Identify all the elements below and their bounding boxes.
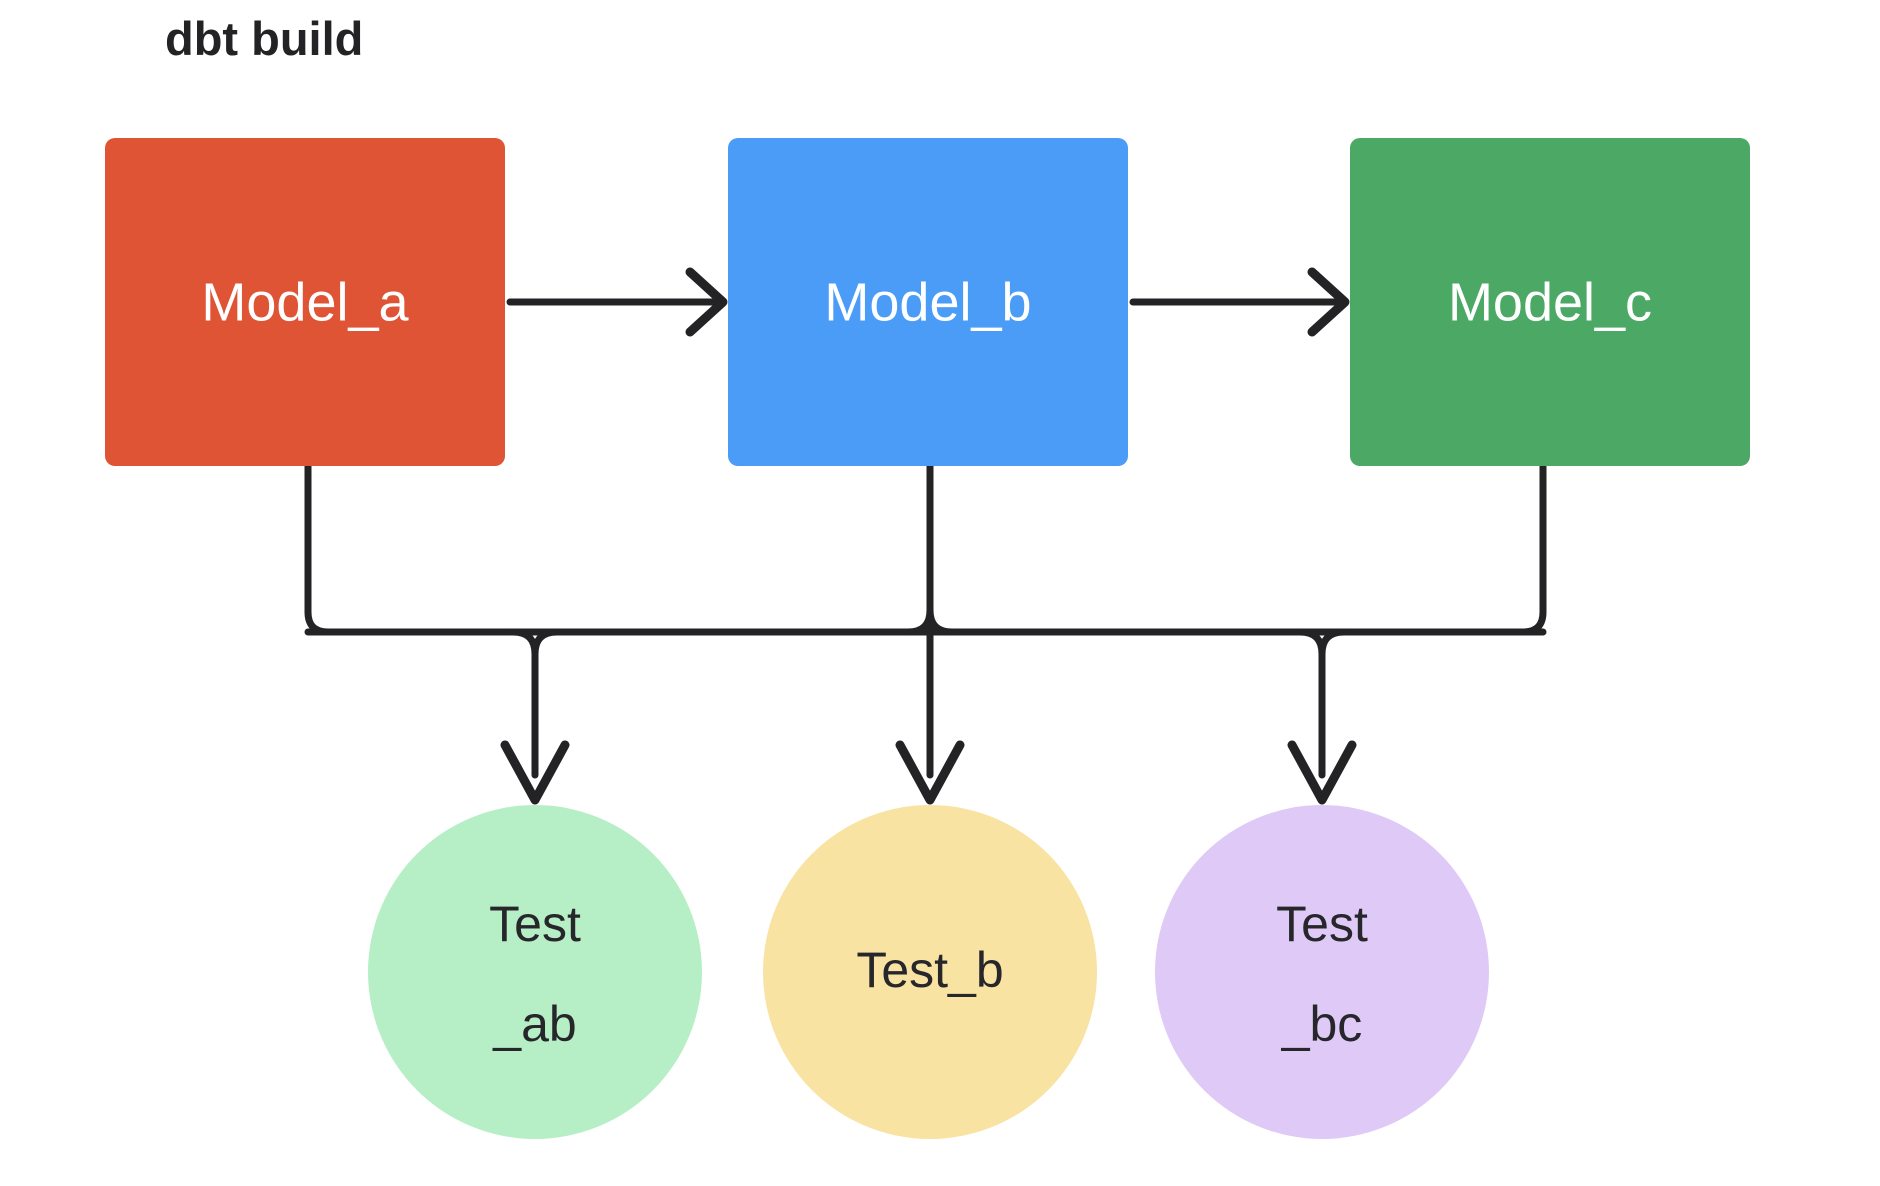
node-model-b-shape[interactable] (728, 138, 1128, 466)
node-model-b-label: Model_b (824, 272, 1031, 332)
node-test-bc-label-line2: _bc (1281, 996, 1363, 1052)
edge-bus-to-test-ab (500, 628, 570, 805)
node-test-bc[interactable]: Test _bc (1155, 805, 1489, 1139)
node-test-b-shape[interactable] (763, 805, 1097, 1139)
diagram-title: dbt build (165, 12, 363, 65)
node-test-bc-shape[interactable] (1155, 805, 1489, 1139)
node-test-ab[interactable]: Test _ab (368, 805, 702, 1139)
node-model-a-shape[interactable] (105, 138, 505, 466)
node-test-ab-label-line2: _ab (492, 996, 576, 1052)
node-test-ab-shape[interactable] (368, 805, 702, 1139)
node-model-c[interactable]: Model_c (1350, 138, 1750, 466)
edge-model-b-to-test-b (895, 462, 965, 805)
edge-model-c-to-bus (1344, 462, 1547, 636)
edge-model-a-to-bus (304, 462, 514, 636)
model-nodes-layer: Model_a Model_b Model_c (105, 138, 1750, 466)
node-test-bc-label-line1: Test (1276, 896, 1368, 952)
edge-layer (304, 267, 1547, 805)
node-model-a[interactable]: Model_a (105, 138, 505, 466)
edge-bus-to-test-bc (1287, 628, 1357, 805)
node-model-c-label: Model_c (1448, 272, 1652, 332)
node-model-a-label: Model_a (201, 272, 409, 332)
edge-model-a-to-model-b (506, 267, 728, 337)
node-model-b[interactable]: Model_b (728, 138, 1128, 466)
node-test-b[interactable]: Test_b (763, 805, 1097, 1139)
node-model-c-shape[interactable] (1350, 138, 1750, 466)
edge-model-b-to-model-c (1129, 267, 1350, 337)
test-nodes-layer: Test _ab Test_b Test _bc (368, 805, 1489, 1139)
node-test-b-label-line1: Test_b (856, 942, 1003, 998)
node-test-ab-label-line1: Test (489, 896, 581, 952)
